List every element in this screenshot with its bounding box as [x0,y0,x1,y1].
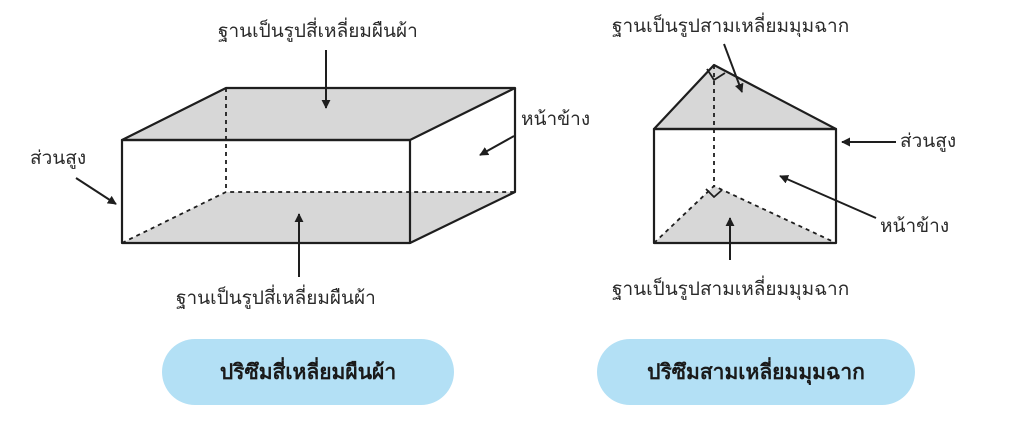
rect-prism-hidden-edges [121,191,515,244]
tri-prism-front-face [652,127,838,245]
rectangular-prism [120,86,517,245]
right-angle-marker-icon [706,68,726,81]
tri-prism-bottom-base-label: ฐานเป็นรูปสามเหลี่ยมมุมฉาก [612,278,850,300]
tri-prism-height-label: ส่วนสูง [900,130,957,152]
right-angle-marker-icon [705,188,723,198]
rect-prism-bottom-base [122,192,515,243]
rect-prism-top-base-label: ฐานเป็นรูปสี่เหลี่ยมผืนผ้า [218,20,418,42]
tri-prism-bottom-base [654,186,836,243]
arrow-icon [75,177,117,205]
rect-prism-right-edges [409,88,517,244]
arrow-icon [779,175,877,219]
rect-prism-height-label: ส่วนสูง [30,147,87,169]
rect-prism-top-base [120,86,517,142]
tri-prism-top-base-label: ฐานเป็นรูปสามเหลี่ยมมุมฉาก [612,15,850,37]
tri-prism-side-face-label: หน้าข้าง [880,215,950,237]
tri-prism-title: ปริซึมสามเหลี่ยมมุมฉาก [597,339,915,405]
rect-prism-bottom-base-label: ฐานเป็นรูปสี่เหลี่ยมผืนผ้า [176,287,376,309]
rect-prism-side-face-label: หน้าข้าง [521,108,591,130]
rect-prism-title: ปริซึมสี่เหลี่ยมผืนผ้า [162,339,454,405]
tri-prism-top-base [652,63,838,131]
arrow-icon [723,43,744,93]
arrow-icon [479,135,515,156]
triangular-prism [652,63,838,245]
rect-prism-front-face [120,138,412,245]
